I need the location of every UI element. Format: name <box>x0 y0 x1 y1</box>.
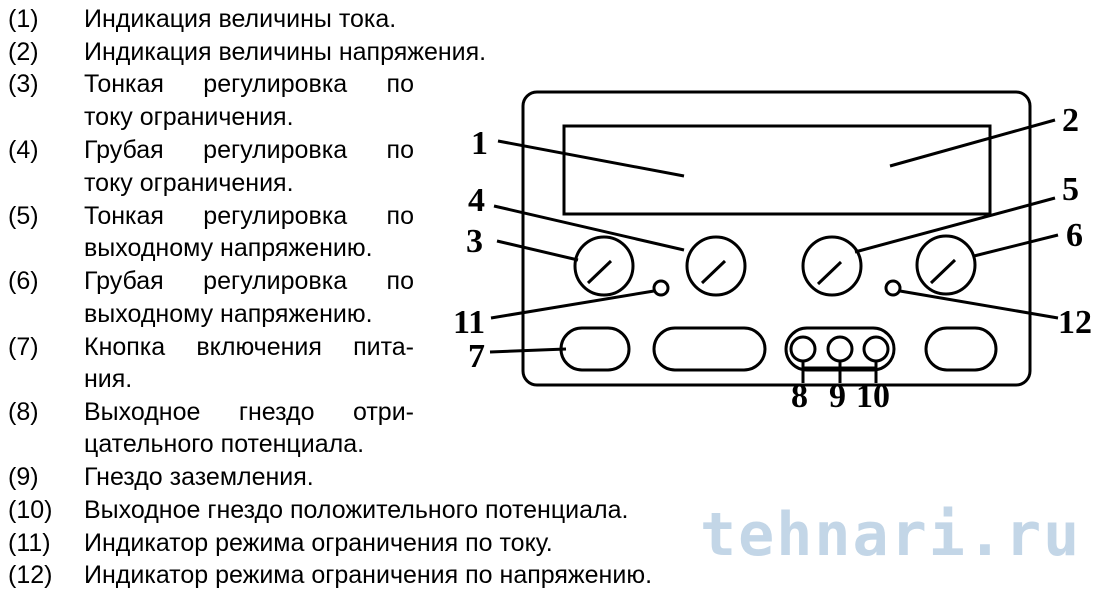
legend-number: (11) <box>8 529 51 557</box>
leader-line-3 <box>496 239 579 262</box>
leader-line-11 <box>490 289 655 320</box>
legend-number: (10) <box>8 496 53 524</box>
display-window <box>562 124 992 216</box>
legend-number: (5) <box>8 202 39 230</box>
callout-3: 3 <box>466 223 483 260</box>
legend-text-continued: току ограничения. <box>84 169 294 197</box>
knob-4 <box>685 235 747 297</box>
indicator-12 <box>884 279 902 297</box>
power-button <box>559 326 631 372</box>
callout-11: 11 <box>453 304 485 341</box>
knob-6 <box>915 234 977 296</box>
indicator-11 <box>652 279 670 297</box>
panel-outline <box>521 90 1032 387</box>
panel-slot <box>652 326 767 372</box>
legend-text: Грубая регулировка по <box>84 136 414 164</box>
callout-4: 4 <box>468 182 485 219</box>
leader-line-1 <box>497 139 685 178</box>
legend-number: (8) <box>8 398 39 426</box>
leader-line-4 <box>493 204 685 252</box>
legend-number: (4) <box>8 136 39 164</box>
callout-5: 5 <box>1062 171 1079 208</box>
jack-8 <box>789 335 817 363</box>
legend-text-continued: выходному напряжению. <box>84 234 373 262</box>
legend-number: (3) <box>8 70 39 98</box>
legend-text: Выходное гнездо положительного потенциал… <box>84 496 629 524</box>
legend-text: Кнопка включения пита- <box>84 333 414 361</box>
legend-number: (12) <box>8 561 53 589</box>
legend-text-continued: ния. <box>84 365 133 393</box>
jack-10 <box>862 335 890 363</box>
legend-number: (9) <box>8 463 39 491</box>
legend-text: Тонкая регулировка по <box>84 202 414 230</box>
callout-7: 7 <box>468 338 485 375</box>
leader-line-12 <box>899 289 1059 320</box>
legend-text-continued: току ограничения. <box>84 103 294 131</box>
legend-number: (1) <box>8 5 39 33</box>
legend-number: (7) <box>8 333 39 361</box>
legend-text: Индикатор режима ограничения по току. <box>84 529 553 557</box>
jack-9 <box>826 335 854 363</box>
legend-text-continued: выходному напряжению. <box>84 300 373 328</box>
legend-text: Тонкая регулировка по <box>84 70 414 98</box>
legend-text: Индикация величины напряжения. <box>84 38 487 66</box>
leader-line-6 <box>973 233 1059 258</box>
legend-number: (2) <box>8 38 39 66</box>
callout-2: 2 <box>1062 102 1079 139</box>
knob-3 <box>573 235 635 297</box>
callout-12: 12 <box>1058 304 1092 341</box>
legend-text: Выходное гнездо отри- <box>84 398 414 426</box>
legend-text: Грубая регулировка по <box>84 267 414 295</box>
leader-line-2 <box>889 118 1056 168</box>
knob-5 <box>801 235 863 297</box>
watermark: tehnari.ru <box>700 500 1082 570</box>
legend-text-continued: цательного потенциала. <box>84 430 365 458</box>
callout-10: 10 <box>856 378 890 415</box>
leader-line-5 <box>854 196 1056 254</box>
panel-button-right <box>924 326 998 372</box>
callout-1: 1 <box>471 125 488 162</box>
callout-8: 8 <box>791 378 808 415</box>
legend-text: Гнездо заземления. <box>84 463 314 491</box>
leader-line-7 <box>489 347 567 354</box>
legend-text: Индикация величины тока. <box>84 5 397 33</box>
callout-9: 9 <box>829 378 846 415</box>
legend-number: (6) <box>8 267 39 295</box>
callout-6: 6 <box>1066 217 1083 254</box>
legend-text: Индикатор режима ограничения по напряжен… <box>84 561 653 589</box>
